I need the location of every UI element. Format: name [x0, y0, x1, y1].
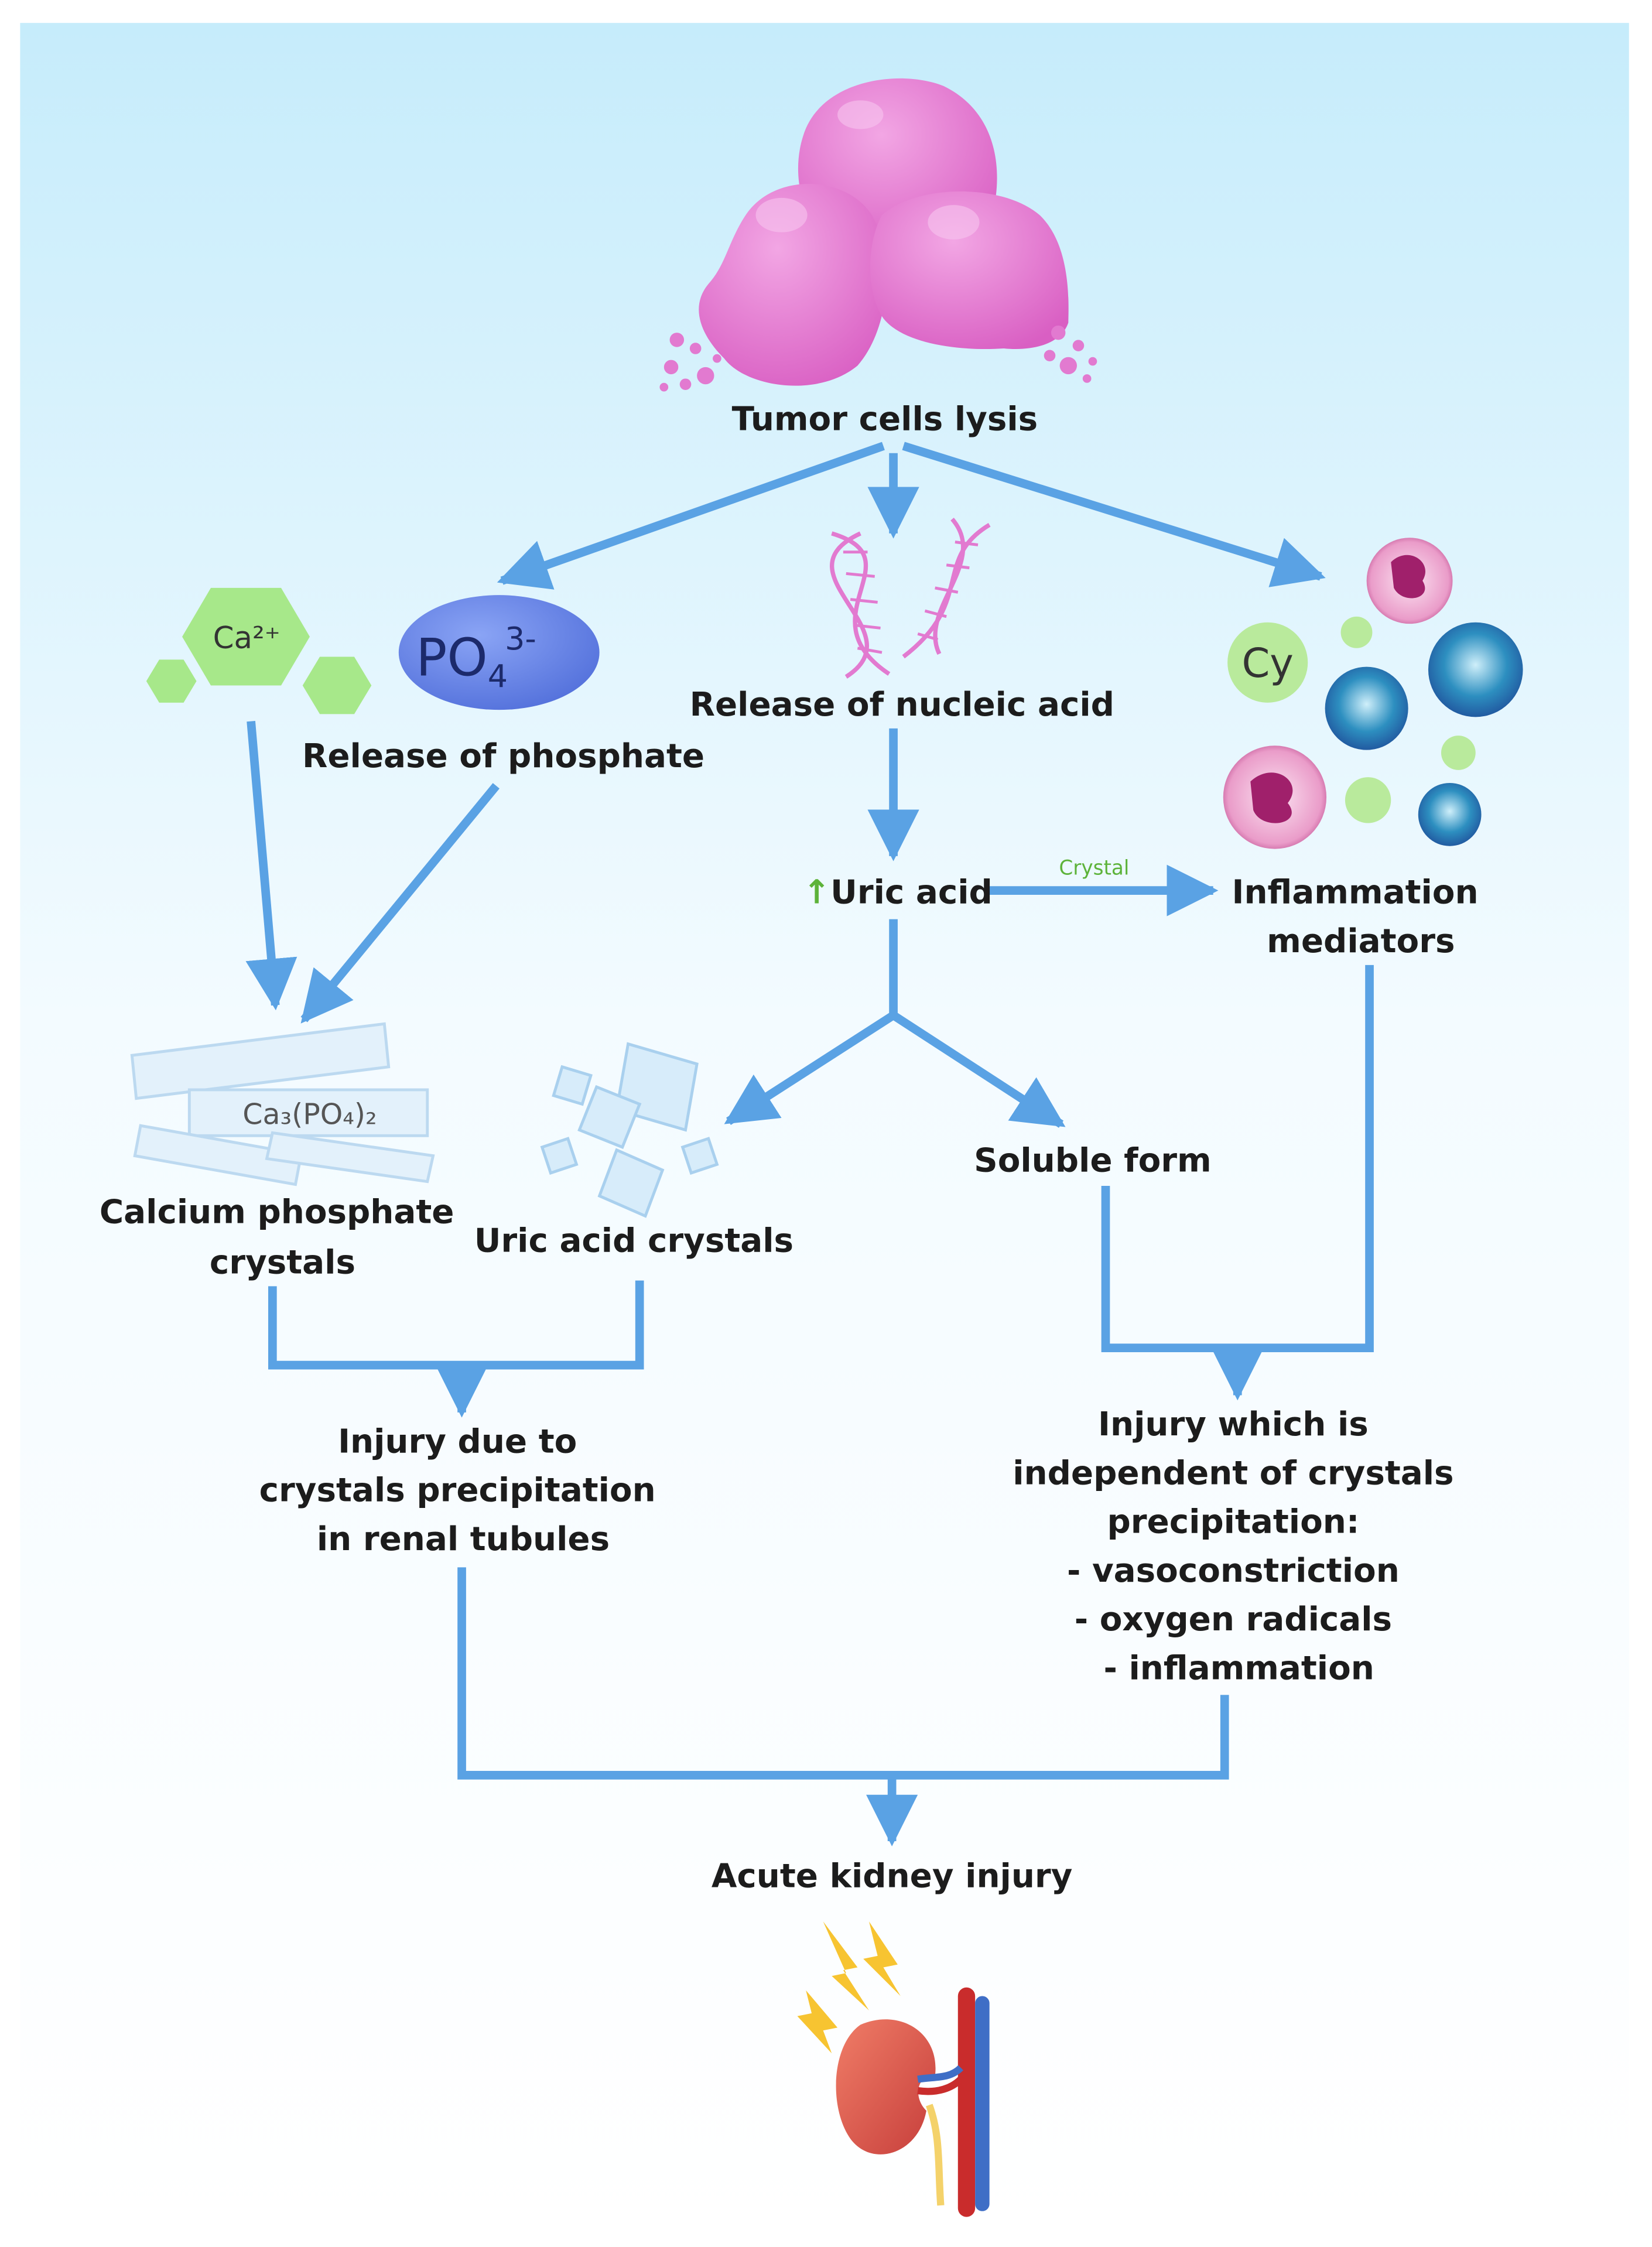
injury-independent-label: Injury which is independent of crystals … [1013, 1405, 1465, 1687]
injury-crystals-line-3: in renal tubules [317, 1520, 610, 1558]
uric-acid-crystals-label: Uric acid crystals [474, 1222, 793, 1260]
kidney-illustration [797, 1921, 990, 2217]
arrow-phosphate-to-crystals [300, 783, 500, 1024]
injury-crystals-line-1: Injury due to [338, 1422, 577, 1461]
calcium-phosphate-formula: Ca₃(PO₄)₂ [242, 1098, 377, 1131]
arrows [245, 442, 1374, 1846]
tumor-lysis-label: Tumor cells lysis [732, 401, 1038, 439]
injury-crystals-line-2: crystals precipitation [259, 1472, 656, 1510]
uric-acid-text: Uric acid [830, 874, 993, 912]
phosphate-ellipse [398, 595, 600, 710]
cytokine-label: Cy [1241, 640, 1293, 687]
soluble-form-label: Soluble form [974, 1142, 1212, 1180]
phosphate-ion-charge: 3- [505, 620, 536, 657]
calcium-ion-label: Ca²⁺ [213, 621, 281, 656]
arrow-tumor-to-inflammation [902, 442, 1326, 587]
tumor-cells-illustration [659, 78, 1097, 392]
arrow-uric-to-crystals [724, 1011, 896, 1126]
dna-illustration [830, 518, 991, 679]
arrow-tumor-to-phosphate [497, 442, 885, 590]
phosphate-release-label: Release of phosphate [302, 737, 704, 775]
acute-kidney-injury-label: Acute kidney injury [712, 1857, 1073, 1895]
calcium-crystals-line-2: crystals [210, 1243, 355, 1281]
uric-up-arrow: ↑ [803, 874, 830, 912]
uric-acid-crystal-cubes [540, 1042, 719, 1218]
phosphate-ion-subscript: 4 [488, 658, 508, 695]
inflammation-line-2: mediators [1267, 922, 1455, 960]
arrow-uric-to-soluble [891, 1011, 1066, 1128]
inflammation-mediators-label: Inflammation mediators [1232, 874, 1490, 960]
injury-crystals-label: Injury due to crystals precipitation in … [259, 1422, 668, 1558]
injury-independent-line-6: - inflammation [1104, 1649, 1374, 1687]
inflammatory-cells-illustration [1223, 538, 1523, 849]
calcium-phosphate-crystal-blocks [130, 1022, 435, 1186]
connector-crystals-merge [268, 1280, 644, 1370]
phosphate-ion-symbol: PO [416, 627, 488, 688]
arrow-calcium-to-crystals [245, 721, 297, 1011]
hexagon-ions-illustration [146, 587, 372, 714]
inflammation-line-1: Inflammation [1232, 874, 1479, 912]
injury-independent-line-4: - vasoconstriction [1067, 1552, 1400, 1590]
injury-independent-line-2: independent of crystals [1013, 1454, 1453, 1492]
connector-injuries-merge [457, 1567, 1229, 1780]
phosphate-ion-label: PO43- [416, 620, 536, 695]
calcium-crystals-line-1: Calcium phosphate [100, 1193, 454, 1232]
uric-acid-label: ↑Uric acid [803, 874, 993, 912]
nucleic-release-label: Release of nucleic acid [690, 686, 1114, 724]
crystal-edge-label: Crystal [1059, 857, 1129, 880]
calcium-phosphate-crystals-label: Calcium phosphate crystals [100, 1193, 466, 1282]
injury-independent-line-1: Injury which is [1098, 1405, 1369, 1444]
injury-independent-line-5: - oxygen radicals [1075, 1600, 1392, 1639]
injury-independent-line-3: precipitation: [1107, 1503, 1359, 1541]
